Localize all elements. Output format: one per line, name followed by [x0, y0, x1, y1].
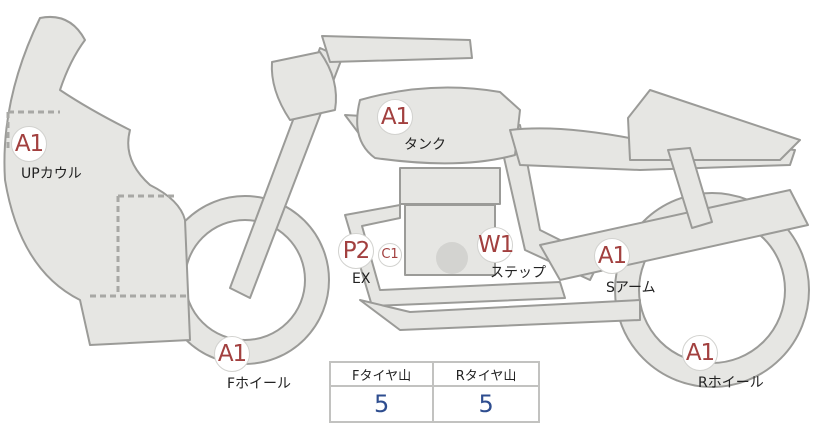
swing-arm-grade-badge: A1: [594, 238, 630, 274]
handlebar: [321, 35, 473, 63]
exhaust-pipe: [344, 204, 566, 307]
rear-fender: [627, 89, 801, 161]
up-cowl-grade-badge: A1: [11, 126, 47, 162]
front-wheel-label: Fホイール: [227, 376, 292, 392]
up-cowl-label: UPカウル: [21, 166, 82, 182]
exhaust-label: EX: [352, 271, 371, 287]
exhaust-grade-badge: P2: [338, 233, 374, 269]
tire-tread-table: Fタイヤ山 Rタイヤ山 5 5: [328, 361, 540, 423]
front-tread-header: Fタイヤ山: [328, 361, 435, 387]
front-wheel-grade-badge: A1: [214, 336, 250, 372]
rear-tire: [615, 193, 809, 387]
swing-arm-label: Sアーム: [606, 280, 656, 296]
front-tread-value: 5: [328, 385, 435, 423]
step-grade-badge: W1: [477, 227, 514, 263]
headlight: [270, 51, 337, 121]
tank-label: タンク: [404, 137, 446, 153]
rear-tread-header: Rタイヤ山: [432, 361, 540, 387]
exhaust-sub-grade-badge: C1: [378, 243, 402, 267]
rear-wheel-grade-badge: A1: [682, 335, 718, 371]
tank-grade-badge: A1: [377, 99, 413, 135]
upper-cowl-shape: [3, 16, 191, 346]
rear-tread-value: 5: [432, 385, 540, 423]
engine: [399, 167, 501, 205]
step-label: ステップ: [490, 265, 546, 281]
rear-wheel-label: Rホイール: [698, 375, 764, 391]
